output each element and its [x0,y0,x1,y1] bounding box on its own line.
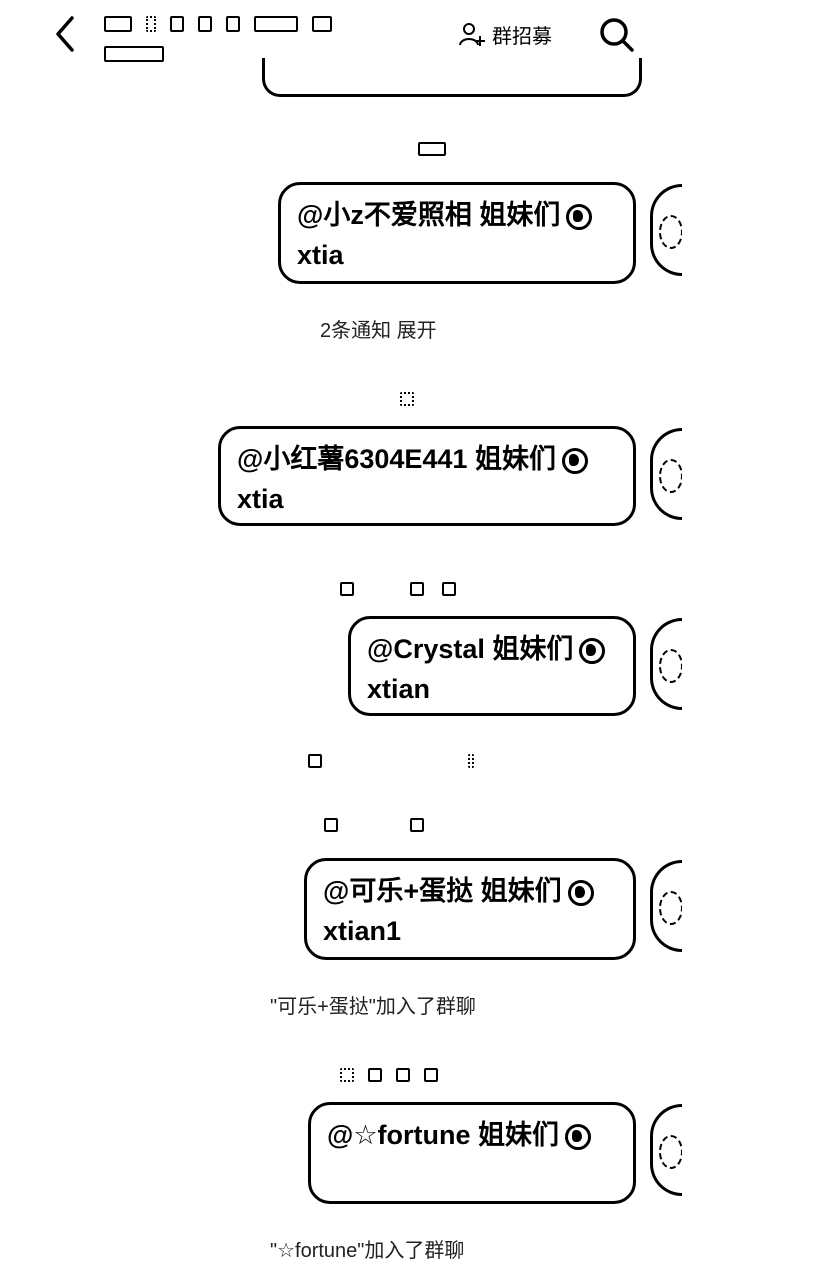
timestamp [340,1068,438,1082]
group-title-line2 [104,46,164,62]
message-text: @Crystal 姐妹们 [367,634,574,664]
timestamp [340,582,456,596]
join-notice: "可乐+蛋挞"加入了群聊 [270,996,476,1018]
message-text: @小红薯6304E441 姐妹们 [237,444,556,474]
timestamp [324,818,424,832]
timestamp [418,142,446,156]
message-text: @☆fortune 姐妹们 [327,1120,560,1150]
globe-icon [561,447,588,474]
chat-header: 群招募 [0,0,819,80]
timestamp [308,754,474,768]
back-arrow-icon[interactable] [48,14,84,54]
globe-icon [565,1123,592,1150]
avatar[interactable] [650,1104,682,1196]
globe-icon [567,879,594,906]
previous-message-bubble [262,58,642,97]
avatar[interactable] [650,428,682,520]
avatar[interactable] [650,184,682,276]
group-recruit-button[interactable]: 群招募 [458,20,552,49]
message-text: @可乐+蛋挞 姐妹们 [323,876,562,906]
message-text-line2: xtia [237,484,284,514]
group-title [104,16,332,32]
message-bubble[interactable]: @可乐+蛋挞 姐妹们 xtian1 [304,858,636,960]
notification-expand[interactable]: 2条通知 展开 [320,320,437,342]
message-bubble[interactable]: @Crystal 姐妹们 xtian [348,616,636,716]
message-bubble[interactable]: @小红薯6304E441 姐妹们 xtia [218,426,636,526]
message-text: @小z不爱照相 姐妹们 [297,200,561,230]
globe-icon [579,637,606,664]
add-person-icon [459,22,485,46]
group-recruit-label: 群招募 [492,26,552,48]
globe-icon [566,203,593,230]
message-text-line2: xtian [367,674,431,704]
avatar[interactable] [650,860,682,952]
message-text-line2: xtian1 [323,916,402,946]
timestamp [400,392,414,406]
message-text-line2: xtia [297,240,344,270]
join-notice: "☆fortune"加入了群聊 [270,1240,465,1262]
message-bubble[interactable]: @小z不爱照相 姐妹们 xtia [278,182,636,284]
message-bubble[interactable]: @☆fortune 姐妹们 [308,1102,636,1204]
avatar[interactable] [650,618,682,710]
search-icon[interactable] [598,16,636,54]
